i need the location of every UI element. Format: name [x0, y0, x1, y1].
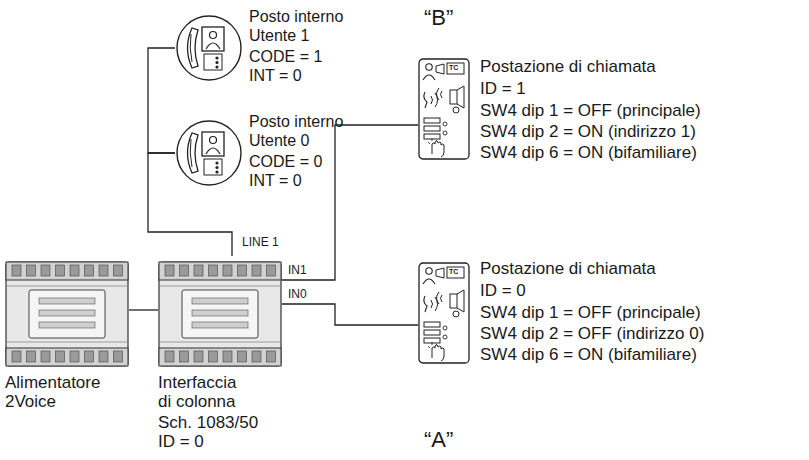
din-module-icon: [5, 256, 129, 368]
call-station: Postazione di chiamata ID = 0 SW4 dip 1 = …: [418, 258, 788, 454]
node-text: INT = 0: [249, 67, 302, 85]
node-text: Postazione di chiamata: [480, 260, 656, 279]
wire: [282, 304, 418, 325]
line-label: IN1: [286, 263, 309, 277]
node-text: di colonna: [158, 393, 236, 412]
wire-line: [148, 48, 175, 153]
node-text: SW4 dip 6 = ON (bifamiliare): [480, 346, 697, 365]
node-text: “A”: [424, 428, 453, 452]
wire-line: [129, 309, 158, 310]
panel-marking: TC: [449, 63, 458, 72]
node-text: “B”: [424, 6, 453, 30]
node-text: SW4 dip 1 = OFF (principale): [480, 102, 701, 121]
line-label: LINE 1: [240, 235, 281, 249]
call-station-icon: [418, 58, 470, 160]
node-text: Alimentatore: [5, 374, 100, 393]
intercom-unit: Posto internoUtente 0 CODE = 0INT = 0: [175, 113, 390, 197]
node-text: SW4 dip 1 = OFF (principale): [480, 304, 701, 323]
column-interface: Interfacciadi colonnaSch. 1083/50ID = 0: [158, 256, 282, 456]
node-text: INT = 0: [249, 172, 302, 190]
node-text: Postazione di chiamata: [480, 58, 656, 77]
node-text: ID = 0: [480, 282, 526, 301]
node-text: Sch. 1083/50: [158, 414, 258, 433]
din-module-icon: [158, 256, 282, 368]
node-text: CODE = 1: [249, 48, 322, 66]
node-text: ID = 1: [480, 80, 526, 99]
node-text: 2Voice: [5, 393, 56, 412]
node-text: Interfaccia: [158, 374, 236, 393]
node-text: Utente 1: [249, 27, 309, 45]
call-station-icon: [418, 262, 470, 364]
wire: [148, 48, 175, 153]
power-supply: Alimentatore2Voice: [5, 256, 129, 416]
intercom-icon: [175, 119, 245, 189]
intercom-unit: Posto internoUtente 1 CODE = 1INT = 0: [175, 8, 390, 92]
call-station: “B” Postazione di chiamata ID = 1 SW4 dip 1…: [418, 6, 788, 162]
node-text: SW4 dip 2 = ON (indirizzo 1): [480, 123, 696, 142]
node-text: Posto interno: [249, 113, 343, 131]
node-text: ID = 0: [158, 433, 204, 452]
intercom-icon: [175, 14, 245, 84]
node-text: SW4 dip 6 = ON (bifamiliare): [480, 144, 697, 163]
node-text: SW4 dip 2 = OFF (indirizzo 0): [480, 325, 704, 344]
panel-marking: TC: [449, 267, 458, 276]
node-text: CODE = 0: [249, 153, 322, 171]
line-label: IN0: [286, 287, 309, 301]
wire-line: [282, 304, 418, 325]
node-text: Utente 0: [249, 132, 309, 150]
node-text: Posto interno: [249, 8, 343, 26]
wire: [129, 310, 158, 311]
